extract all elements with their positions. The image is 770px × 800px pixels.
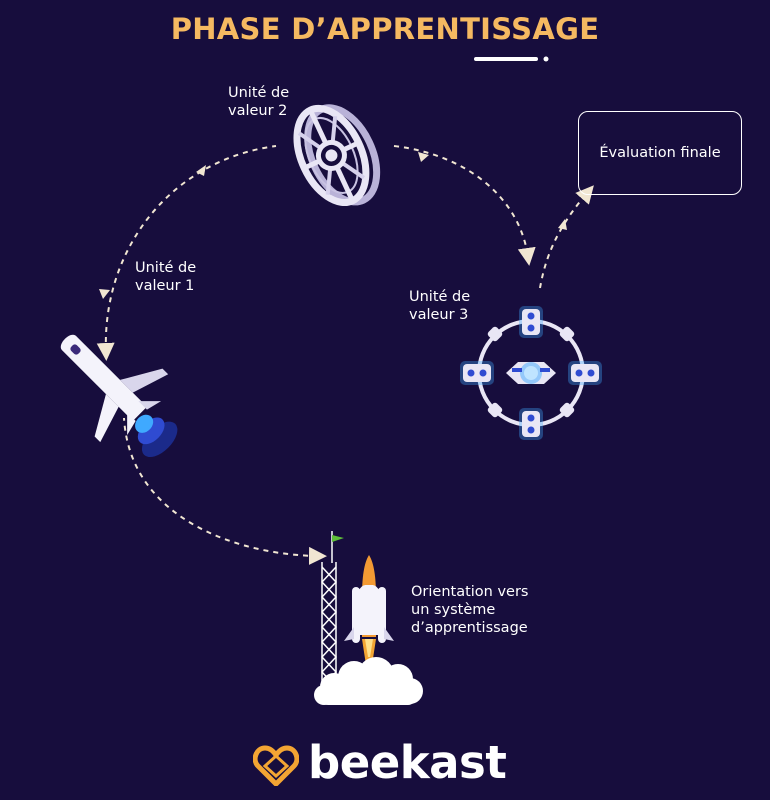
unit1-label-line2: valeur 1 — [135, 277, 196, 295]
unit3-label-line1: Unité de — [409, 288, 470, 306]
final-evaluation-box: Évaluation finale — [578, 111, 742, 195]
arrow-mid-1 — [196, 165, 206, 176]
orientation-label-line2: un système — [411, 601, 529, 619]
unit2-label-line1: Unité de — [228, 84, 289, 102]
path-unit2-to-unit3 — [394, 146, 528, 257]
satellite-icon — [456, 298, 606, 448]
airplane-icon — [38, 312, 188, 462]
unit1-label: Unité de valeur 1 — [135, 259, 196, 295]
arrow-mid-2 — [99, 289, 110, 299]
path-unit3-to-final — [540, 192, 588, 288]
orientation-label-line1: Orientation vers — [411, 583, 529, 601]
beekast-heart-logo-icon — [253, 744, 299, 786]
space-shuttle-launch-icon — [314, 527, 424, 712]
brand-name: beekast — [308, 736, 506, 789]
orientation-label: Orientation vers un système d’apprentiss… — [411, 583, 529, 637]
space-station-wheel-icon — [280, 96, 390, 216]
unit3-label-line2: valeur 3 — [409, 306, 470, 324]
unit2-label: Unité de valeur 2 — [228, 84, 289, 120]
final-evaluation-label: Évaluation finale — [599, 145, 720, 161]
unit1-label-line1: Unité de — [135, 259, 196, 277]
orientation-label-line3: d’apprentissage — [411, 619, 529, 637]
unit3-label: Unité de valeur 3 — [409, 288, 470, 324]
unit2-label-line2: valeur 2 — [228, 102, 289, 120]
